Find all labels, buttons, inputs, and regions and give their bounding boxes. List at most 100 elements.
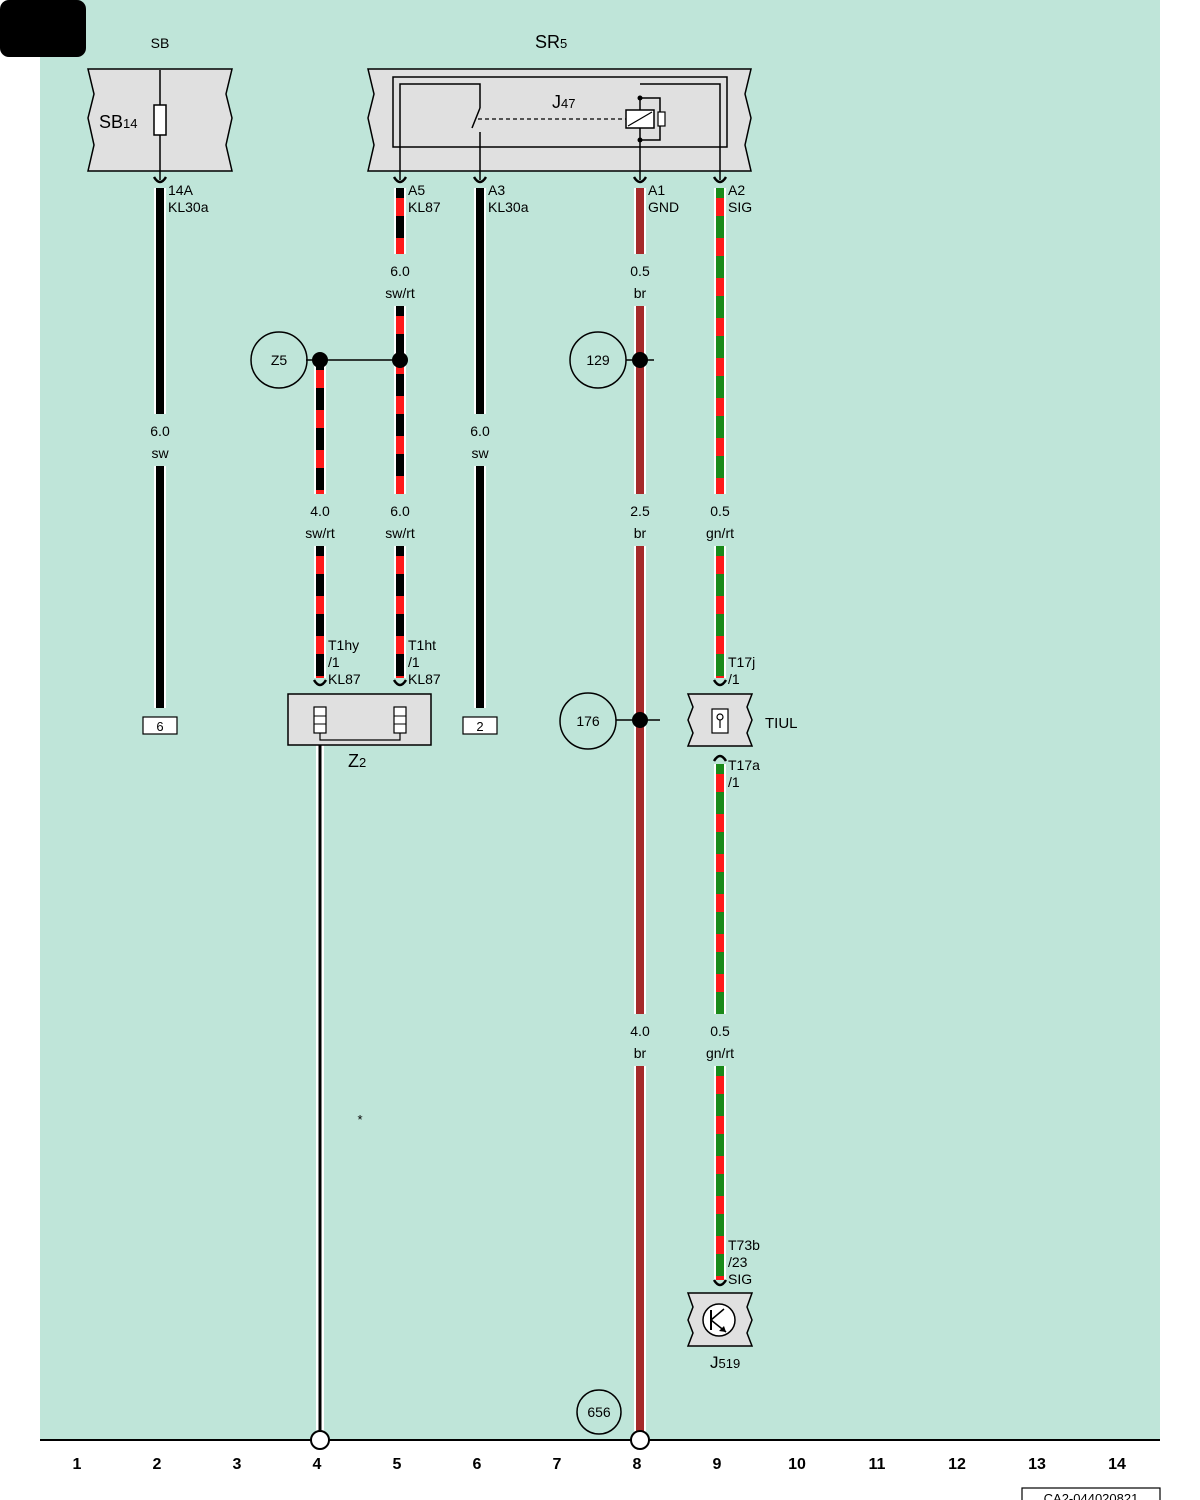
wire-color-c8-mid: br bbox=[634, 525, 647, 541]
column-number: 11 bbox=[869, 1456, 886, 1473]
page-tab bbox=[0, 0, 86, 57]
wire-segment bbox=[394, 188, 406, 254]
column-number: 8 bbox=[633, 1456, 642, 1473]
column-number: 4 bbox=[313, 1456, 322, 1473]
wire-segment bbox=[634, 306, 646, 494]
svg-text:656: 656 bbox=[587, 1404, 611, 1420]
wire-segment bbox=[314, 360, 326, 494]
column-number: 1 bbox=[73, 1456, 82, 1473]
splice-z5-right bbox=[392, 352, 408, 368]
wire-size-c8-low: 4.0 bbox=[630, 1023, 650, 1039]
wire-segment bbox=[474, 466, 486, 708]
column-number: 14 bbox=[1108, 1456, 1126, 1473]
wire-size-c9-low: 0.5 bbox=[710, 1023, 730, 1039]
column-number: 6 bbox=[473, 1456, 482, 1473]
column-number: 13 bbox=[1028, 1456, 1046, 1473]
asterisk-note: * bbox=[357, 1112, 362, 1127]
wire-size-c8-top: 0.5 bbox=[630, 263, 650, 279]
ground-point-129: 129 bbox=[569, 331, 627, 389]
svg-text:Z5: Z5 bbox=[271, 352, 288, 368]
wire-size-c5-top: 6.0 bbox=[390, 263, 410, 279]
sr5-label: SR5 bbox=[535, 32, 567, 52]
wire-color-c6-a3: sw bbox=[471, 445, 489, 461]
wire-size-c5-mid: 6.0 bbox=[390, 503, 410, 519]
wire-segment bbox=[154, 466, 166, 708]
terminal-col-4 bbox=[310, 1430, 330, 1450]
column-number: 7 bbox=[553, 1456, 562, 1473]
svg-text:2: 2 bbox=[476, 719, 483, 734]
wire-size-c9-top: 0.5 bbox=[710, 503, 730, 519]
diagram-background bbox=[40, 0, 1160, 1440]
connector-sb14-14a bbox=[152, 176, 168, 184]
column-number: 9 bbox=[713, 1456, 722, 1473]
sb-title: SB bbox=[151, 35, 170, 51]
sr5-relay-block bbox=[367, 68, 752, 172]
tiul-label: TIUL bbox=[765, 715, 798, 732]
wire-segment bbox=[634, 1066, 646, 1432]
splice-z5-left bbox=[312, 352, 328, 368]
wire-z2-to-terminal bbox=[316, 740, 324, 1432]
z2-fuse-left-icon bbox=[313, 706, 327, 734]
wire-segment bbox=[394, 306, 406, 494]
j519-label: J519 bbox=[710, 1353, 740, 1372]
wire-color-c8-low: br bbox=[634, 1045, 647, 1061]
svg-text:CA2-044020821: CA2-044020821 bbox=[1044, 1491, 1139, 1500]
wire-segment bbox=[154, 188, 166, 414]
wire-segment bbox=[714, 546, 726, 678]
ref-box-2: 2 bbox=[462, 716, 498, 735]
column-number: 5 bbox=[393, 1456, 402, 1473]
wire-size-c6-a3: 6.0 bbox=[470, 423, 490, 439]
j519-transistor-icon bbox=[702, 1303, 736, 1337]
wire-segment bbox=[314, 546, 326, 678]
connector-z2-t1ht bbox=[392, 679, 408, 687]
wire-segment bbox=[634, 546, 646, 1014]
connector-sr5-a5 bbox=[392, 176, 408, 184]
wire-color-c5-mid: sw/rt bbox=[385, 525, 415, 541]
sb14-label: SB14 bbox=[99, 112, 137, 132]
splice-129 bbox=[632, 352, 648, 368]
wire-segment bbox=[714, 188, 726, 494]
connector-sr5-a2 bbox=[712, 176, 728, 184]
j47-relay-frame bbox=[392, 76, 728, 148]
j47-label: J47 bbox=[552, 92, 575, 112]
connector-sr5-a1 bbox=[632, 176, 648, 184]
pin-label-tiul-t17j: T17j/1 bbox=[728, 654, 755, 687]
pin-label-tiul-t17a: T17a/1 bbox=[728, 757, 760, 790]
ground-point-z5: Z5 bbox=[250, 331, 308, 389]
wire-segment bbox=[394, 546, 406, 678]
splice-176 bbox=[632, 712, 648, 728]
sb14-fuse-icon bbox=[153, 104, 167, 136]
svg-text:176: 176 bbox=[576, 713, 600, 729]
connector-z2-t1hy bbox=[312, 679, 328, 687]
wire-size-c8-mid: 2.5 bbox=[630, 503, 650, 519]
wire-segment bbox=[714, 764, 726, 1014]
wire-color-c2-sb: sw bbox=[151, 445, 169, 461]
column-number: 12 bbox=[948, 1456, 966, 1473]
wire-size-c4-z5: 4.0 bbox=[310, 503, 330, 519]
wire-size-c2-sb: 6.0 bbox=[150, 423, 170, 439]
connector-tiul-t17a bbox=[712, 754, 728, 762]
ground-point-656: 656 bbox=[576, 1389, 622, 1435]
wire-segment bbox=[474, 188, 486, 414]
svg-text:6: 6 bbox=[156, 719, 163, 734]
connector-sr5-a3 bbox=[472, 176, 488, 184]
svg-text:129: 129 bbox=[586, 352, 610, 368]
z2-fuse-holder bbox=[287, 693, 432, 746]
wire-color-c9-top: gn/rt bbox=[706, 525, 734, 541]
wire-color-c5-top: sw/rt bbox=[385, 285, 415, 301]
wire-color-c4-z5: sw/rt bbox=[305, 525, 335, 541]
diagram-code-box: CA2-044020821 bbox=[1021, 1487, 1161, 1500]
terminal-col-8 bbox=[630, 1430, 650, 1450]
wire-color-c9-low: gn/rt bbox=[706, 1045, 734, 1061]
z2-fuse-right-icon bbox=[393, 706, 407, 734]
ground-point-176: 176 bbox=[559, 692, 617, 750]
